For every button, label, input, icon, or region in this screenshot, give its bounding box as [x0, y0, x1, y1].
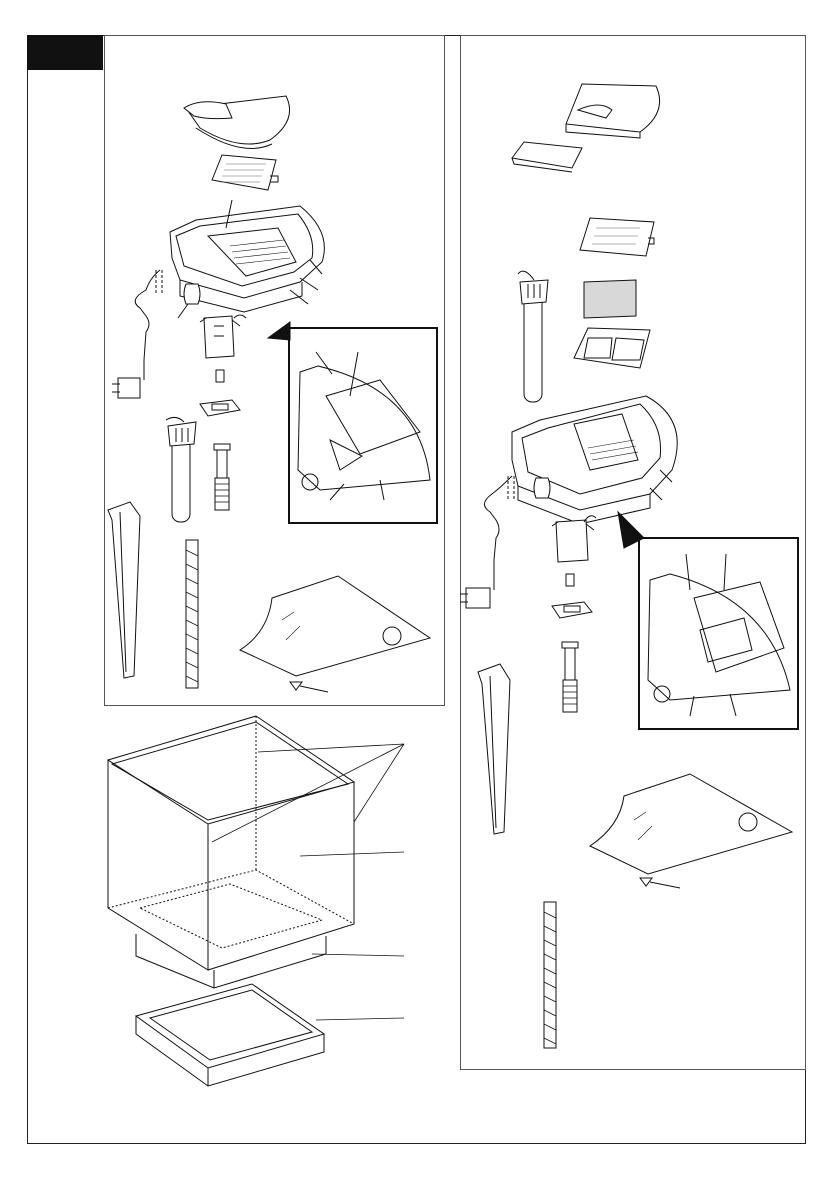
corner-cover-a [108, 502, 140, 678]
pointer-b [618, 512, 644, 548]
corner-cover-b [478, 664, 510, 834]
filter-cartridge-b [580, 218, 654, 256]
intake-tube-a [214, 444, 230, 510]
pump-cover-a [200, 400, 240, 416]
heater-plug-b [534, 478, 550, 498]
power-cord-b [460, 476, 514, 608]
detail-filter-a [298, 352, 430, 500]
detail-filter-b [648, 554, 790, 716]
filter-housing-b [512, 396, 677, 524]
pump-cover-b [552, 602, 592, 618]
leader-lines [212, 744, 404, 1020]
glass-cover-a [240, 576, 430, 692]
lid-b [512, 84, 660, 172]
heater-a [166, 417, 196, 522]
glass-cover-b [590, 774, 792, 888]
pointer-a [268, 322, 290, 340]
intake-tube-b [562, 642, 578, 712]
heater-b [518, 271, 548, 402]
pump-a [200, 315, 246, 358]
aquarium-tank [108, 716, 354, 970]
power-cord-a [112, 270, 162, 398]
lid-a [184, 96, 290, 148]
impeller-a [216, 370, 224, 382]
pump-b [552, 516, 596, 562]
filter-pad-b [584, 280, 636, 318]
air-hose-b [544, 902, 556, 1048]
impeller-b [566, 574, 574, 586]
base-tray [136, 984, 324, 1086]
filter-cartridge-a [212, 155, 278, 190]
air-hose-a [186, 540, 198, 688]
filter-basket-b [574, 328, 650, 368]
heater-plug-a [178, 284, 200, 318]
